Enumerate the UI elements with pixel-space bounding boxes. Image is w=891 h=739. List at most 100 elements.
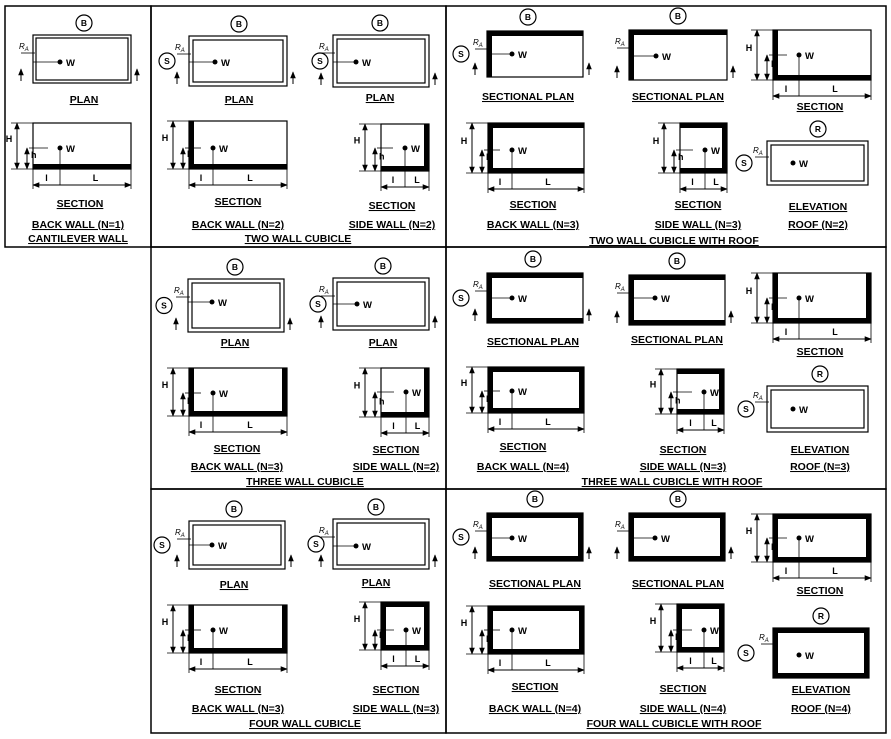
charge-c1-dot	[509, 51, 515, 57]
side-marker-b1	[158, 52, 176, 70]
circle-marker-e1-letter: B	[530, 254, 536, 264]
charge-b2-label: W	[362, 58, 371, 69]
ra-label-e6: RA	[753, 391, 763, 402]
dim-l-label-g4: l	[499, 658, 502, 668]
charge-c6-label: W	[799, 159, 808, 170]
ra-label-d2: RA	[319, 285, 329, 296]
charge-e1-label: W	[518, 294, 527, 305]
dim-h-label-e3: h	[771, 302, 777, 312]
caption-three-wall-cubicle: THREE WALL CUBICLE	[246, 476, 364, 488]
plan-a1-outer	[32, 34, 132, 84]
charge-e2-dot	[652, 295, 658, 301]
dim-H-label-g3: H	[746, 526, 753, 536]
charge-f3-label: W	[219, 626, 228, 637]
cell-grid	[4, 5, 887, 734]
sec-f3-outline	[188, 604, 288, 654]
sec-e5-wall-top	[677, 369, 724, 374]
circle-marker-e2	[668, 252, 686, 270]
circle-marker-f2	[367, 498, 385, 516]
charge-c3-dot	[796, 52, 802, 58]
dim-H-label-g4: H	[461, 618, 468, 628]
side-marker-b2-letter: S	[317, 56, 323, 66]
diagram-title-a2: SECTION	[57, 198, 104, 210]
side-marker-c6-letter: S	[741, 158, 747, 168]
side-marker-b2	[311, 52, 329, 70]
diagram-subtitle-f3: BACK WALL (N=3)	[192, 703, 284, 715]
sec-d3-outline	[188, 367, 288, 417]
dim-l-label-d4: l	[392, 421, 395, 431]
dim-H-label-c4: H	[461, 136, 468, 146]
sec-c5-wall-bottom	[680, 168, 727, 173]
ra-label-g2: RA	[615, 520, 625, 531]
sec-e4-wall-left	[488, 367, 493, 413]
sec-f3-wall-left	[189, 605, 194, 653]
circle-marker-c2-letter: B	[675, 11, 681, 21]
diagram-title-d3: SECTION	[214, 443, 261, 455]
sec-f4-outline	[380, 601, 430, 651]
sec-f3-wall-right	[282, 605, 287, 653]
circle-marker-f2-letter: B	[373, 502, 379, 512]
side-marker-c1	[452, 45, 470, 63]
dim-h-label-g4: h	[486, 634, 492, 644]
side-marker-f2-letter: S	[313, 539, 319, 549]
charge-f4-label: W	[412, 626, 421, 637]
sp-c1-wall-top	[487, 31, 583, 36]
caption-four-wall-cubicle: FOUR WALL CUBICLE	[249, 718, 361, 730]
elev-e6-inner	[770, 389, 865, 429]
elev-c6-outer	[766, 140, 869, 186]
dim-h-label-e4: h	[486, 394, 492, 404]
dim-H-label-e4: H	[461, 378, 468, 388]
circle-marker-c6	[809, 120, 827, 138]
side-marker-g6-letter: S	[743, 648, 749, 658]
side-marker-d2-letter: S	[315, 299, 321, 309]
circle-marker-c1	[519, 8, 537, 26]
ra-label-g6: RA	[759, 633, 769, 644]
diagram-subtitle-g6: ROOF (N=4)	[791, 703, 851, 715]
charge-g5-label: W	[710, 626, 719, 637]
circle-marker-c2	[669, 7, 687, 25]
charge-g2-dot	[652, 535, 658, 541]
sp-e1-wall-bottom	[487, 318, 583, 323]
charge-c2-label: W	[662, 52, 671, 63]
caption-two-wall-cubicle: TWO WALL CUBICLE	[245, 233, 352, 245]
sec-g5-wall-bottom	[677, 647, 724, 652]
elev-g6-outline	[772, 627, 870, 679]
charge-d2-dot	[354, 301, 360, 307]
diagram-title-b3: SECTION	[215, 196, 262, 208]
diagram-title-f1: PLAN	[220, 579, 249, 591]
sp-c2-wall-left	[629, 30, 634, 80]
ra-label-d1: RA	[174, 286, 184, 297]
plan-b2-outer	[332, 34, 430, 88]
plan-d1-inner	[191, 282, 281, 329]
caption-two-wall-cubicle-roof: TWO WALL CUBICLE WITH ROOF	[589, 235, 759, 247]
diagram-title-c1: SECTIONAL PLAN	[482, 91, 574, 103]
diagram-title-e5: SECTION	[660, 444, 707, 456]
charge-e3-dot	[796, 295, 802, 301]
circle-marker-e6	[811, 365, 829, 383]
charge-e6-label: W	[799, 405, 808, 416]
circle-marker-a1	[75, 14, 93, 32]
side-marker-g1	[452, 528, 470, 546]
dim-h-label-c4: h	[486, 152, 492, 162]
charge-f3-dot	[210, 627, 216, 633]
sp-g2-outline	[628, 512, 726, 562]
sp-g2-wall-top	[629, 513, 725, 518]
sp-c2-outline	[628, 29, 728, 81]
side-marker-e6-letter: S	[743, 404, 749, 414]
charge-e4-dot	[509, 388, 515, 394]
charge-g3-dot	[796, 535, 802, 541]
dim-h-label-c3: h	[771, 59, 777, 69]
dim-H-label-g5: H	[650, 616, 657, 626]
dim-h-label-c5: h	[678, 152, 684, 162]
sec-a2-wall-bottom	[33, 164, 131, 169]
sp-g1-wall-right	[578, 513, 583, 561]
diagram-title-e3: SECTION	[797, 346, 844, 358]
ra-label-c2: RA	[615, 37, 625, 48]
circle-marker-g2-letter: B	[675, 494, 681, 504]
dim-H-label-b4: H	[354, 136, 361, 146]
sec-d4-wall-bottom	[381, 412, 429, 417]
diagram-title-g2: SECTIONAL PLAN	[632, 578, 724, 590]
charge-b4-label: W	[411, 144, 420, 155]
dim-l-label-d3: l	[200, 420, 203, 430]
charge-c5-dot	[702, 147, 708, 153]
